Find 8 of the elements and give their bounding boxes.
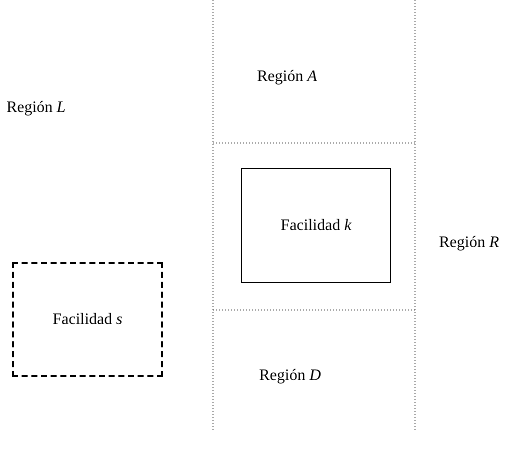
facility-label: Facilidad s bbox=[52, 310, 122, 330]
region-label: Región L bbox=[5, 98, 67, 118]
facility-box bbox=[241, 168, 391, 283]
region-label: Región D bbox=[258, 366, 322, 386]
region-label: Región R bbox=[438, 233, 500, 253]
facility-label: Facilidad k bbox=[280, 216, 352, 236]
dashed-facility-box bbox=[12, 262, 163, 377]
region-label: Región A bbox=[256, 67, 318, 87]
